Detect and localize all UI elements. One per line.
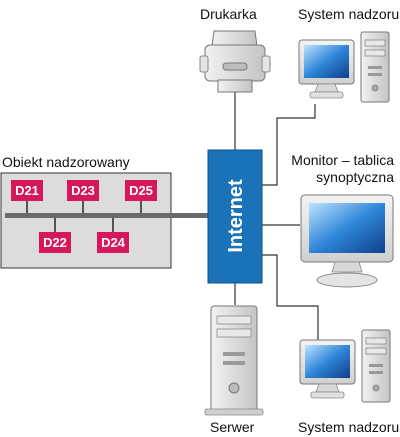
computer-bottom-icon (299, 329, 391, 403)
computer-top-icon (298, 31, 390, 103)
device-d22-label: D22 (43, 235, 67, 250)
system-bottom-label: System nadzoru (298, 419, 400, 435)
facility-label: Obiekt nadzorowany (2, 154, 130, 170)
device-d21: D21 (11, 180, 43, 201)
printer-label: Drukarka (200, 6, 257, 22)
device-drops (26, 200, 142, 232)
printer-icon (199, 30, 271, 93)
device-d25-label: D25 (129, 183, 153, 198)
server-label: Serwer (210, 419, 255, 435)
monitor-label-line2: synoptyczna (316, 169, 394, 185)
system-top-label: System nadzoru (298, 6, 400, 22)
monitor-label-line1: Monitor – tablica (291, 152, 394, 168)
device-d21-label: D21 (15, 183, 39, 198)
device-d24: D24 (97, 232, 129, 253)
monitor-icon (300, 194, 394, 288)
line-system-bottom (262, 254, 319, 340)
internet-label: Internet (225, 179, 247, 253)
internet-block: Internet (207, 149, 263, 284)
device-d25: D25 (125, 180, 157, 201)
device-d23: D23 (67, 180, 99, 201)
connection-lines (234, 92, 319, 340)
device-d22: D22 (39, 232, 71, 253)
line-system-top (262, 104, 316, 186)
server-icon (204, 305, 264, 416)
device-d23-label: D23 (71, 183, 95, 198)
device-d24-label: D24 (101, 235, 126, 250)
facility-bus (5, 213, 208, 218)
